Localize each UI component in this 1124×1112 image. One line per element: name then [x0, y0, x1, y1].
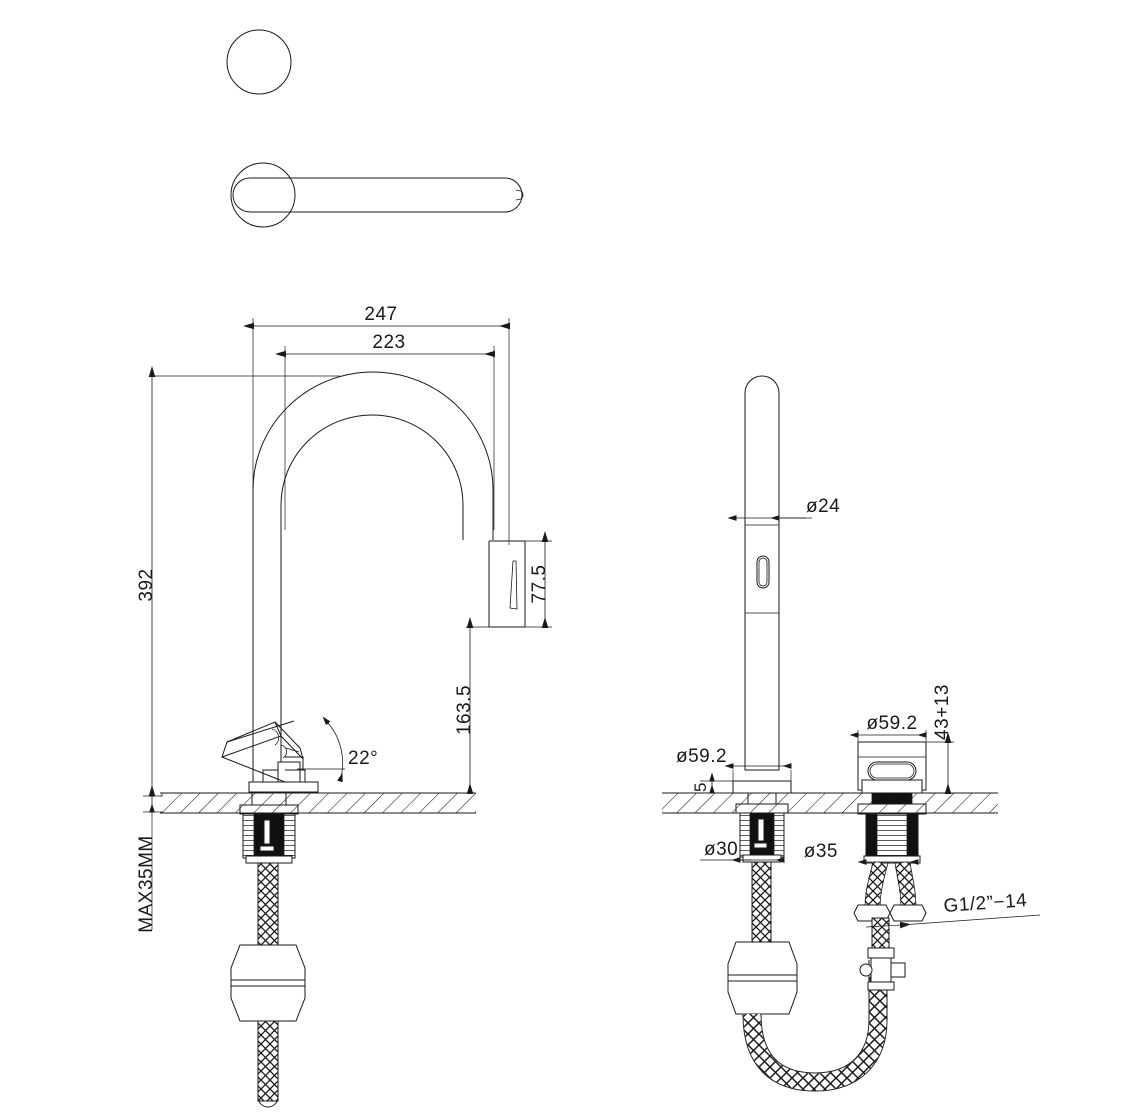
lever-handle-side	[221, 720, 319, 793]
dim-thread-label: G1/2”−14	[943, 890, 1028, 917]
front-elevation-two-hole-install	[727, 375, 927, 1092]
dim-d592-b-label: ø59.2	[866, 713, 917, 734]
dim-775-label: 77.5	[529, 565, 550, 604]
dim-5-label: 5	[691, 782, 710, 792]
pulldown-hose-and-weight-left	[230, 862, 306, 1108]
dim-1635-label: 163.5	[454, 685, 475, 735]
handle-block-right	[857, 741, 927, 794]
pulldown-hose-and-weight-right	[727, 861, 888, 1092]
dim-247-label: 247	[364, 304, 397, 325]
dimension-set-right-view: ø24 ø59.2 5 ø59.2 43+13 ø30 ø35 G1/2”−14	[676, 496, 1041, 929]
dim-d592-a-label: ø59.2	[676, 746, 727, 767]
supply-hoses-right	[853, 861, 927, 991]
handle-cap-top-view	[226, 29, 292, 95]
countertop-section-right	[662, 792, 998, 814]
dim-4313-label: 43+13	[932, 684, 953, 740]
dim-d24-label: ø24	[806, 496, 840, 517]
dim-max35-label: MAX35MM	[136, 835, 157, 932]
dim-d35-label: ø35	[804, 841, 838, 862]
dim-d30-label: ø30	[704, 839, 738, 860]
dimension-set-left-view: 247 223 392 MAX35MM 77.5 163.5 22°	[136, 304, 552, 933]
dim-223-label: 223	[372, 332, 405, 353]
lever-handle-top-view	[230, 162, 524, 228]
dim-392-label: 392	[136, 568, 157, 601]
countertop-section-left	[160, 792, 476, 814]
dim-22deg-label: 22°	[348, 748, 378, 769]
side-elevation-with-pulldown-spout	[221, 371, 526, 1108]
